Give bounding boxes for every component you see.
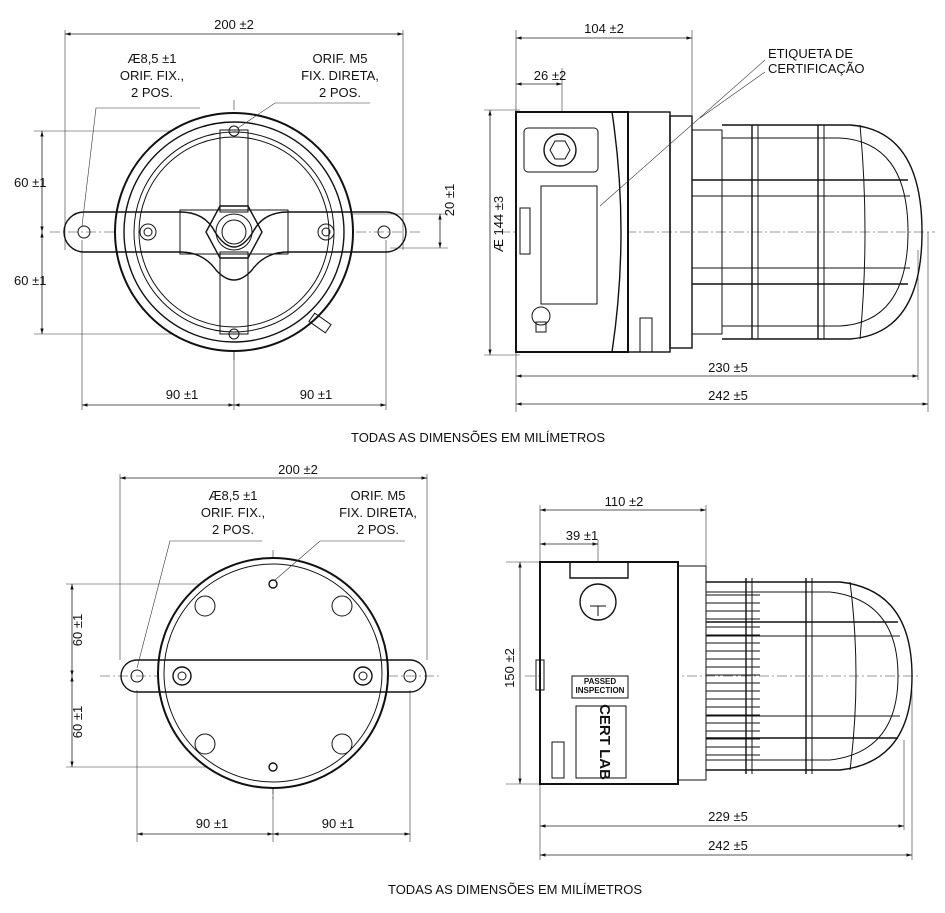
bottom-side-view [506, 505, 920, 860]
bottom-front-right-half: 90 ±1 [322, 816, 354, 831]
bottom-caption: TODAS AS DIMENSÕES EM MILÍMETROS [388, 882, 642, 897]
top-side-diameter: Æ 144 ±3 [491, 196, 506, 252]
top-front-screw-note-2: FIX. DIRETA, [301, 68, 379, 83]
top-side-cage-length: 230 ±5 [708, 360, 748, 375]
bottom-side-total-length: 242 ±5 [708, 838, 748, 853]
bottom-side-port-offset: 39 ±1 [566, 528, 598, 543]
top-side-view [484, 30, 935, 412]
bottom-side-height: 150 ±2 [502, 648, 517, 688]
bottom-side-plate-text-1: PASSED [584, 677, 617, 686]
bottom-front-hole-note-1: Æ8,5 ±1 [208, 488, 257, 503]
top-front-upper-height: 60 ±1 [14, 175, 46, 190]
bottom-front-overall-width: 200 ±2 [278, 462, 318, 477]
top-front-screw-note-1: ORIF. M5 [313, 51, 368, 66]
top-front-hole-note-1: Æ8,5 ±1 [127, 51, 176, 66]
top-side-port-offset: 26 ±2 [534, 68, 566, 83]
top-front-right-half: 90 ±1 [300, 387, 332, 402]
bottom-side-cage-length: 229 ±5 [708, 809, 748, 824]
bottom-side-housing-depth: 110 ±2 [605, 494, 644, 509]
top-front-lower-height: 60 ±1 [14, 273, 46, 288]
cooling-fins [706, 594, 760, 756]
bottom-front-screw-note-2: FIX. DIRETA, [339, 505, 417, 520]
top-front-screw-note-3: 2 POS. [319, 85, 361, 100]
bottom-front-upper-height: 60 ±1 [70, 614, 85, 646]
bottom-front-lower-height: 60 ±1 [70, 706, 85, 738]
top-front-hole-note-2: ORIF. FIX., [120, 68, 184, 83]
bottom-front-left-half: 90 ±1 [196, 816, 228, 831]
bottom-front-screw-note-3: 2 POS. [357, 522, 399, 537]
top-front-overall-width: 200 ±2 [214, 17, 254, 32]
top-side-housing-depth: 104 ±2 [584, 21, 624, 36]
top-front-left-half: 90 ±1 [166, 387, 198, 402]
top-side-cert-label-2: CERTIFICAÇÃO [768, 61, 865, 76]
bottom-front-hole-note-2: ORIF. FIX., [201, 505, 265, 520]
bottom-front-view [66, 474, 440, 842]
bottom-front-screw-note-1: ORIF. M5 [351, 488, 406, 503]
bottom-side-plate-text-2: INSPECTION [576, 686, 625, 695]
top-caption: TODAS AS DIMENSÕES EM MILÍMETROS [351, 430, 605, 445]
bottom-front-hole-note-3: 2 POS. [212, 522, 254, 537]
top-front-view [34, 30, 448, 410]
top-side-cert-label-1: ETIQUETA DE [768, 46, 853, 61]
bottom-side-cert-mark: CERT LAB [596, 704, 613, 780]
top-front-hole-note-3: 2 POS. [131, 85, 173, 100]
top-side-total-length: 242 ±5 [708, 388, 748, 403]
top-front-bracket-offset: 20 ±1 [442, 184, 457, 216]
